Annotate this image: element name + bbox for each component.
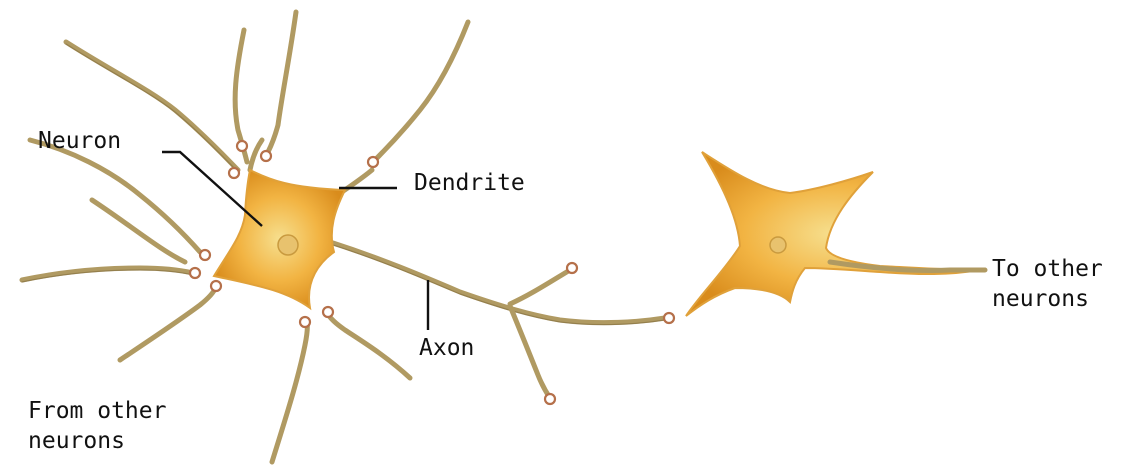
terminal <box>545 394 555 404</box>
terminal <box>567 263 577 273</box>
fiber <box>268 12 296 152</box>
fiber <box>120 287 216 360</box>
target-cell-body <box>686 152 980 316</box>
axon-label: Axon <box>419 333 474 363</box>
from-other-neurons-label: From other neurons <box>28 396 166 456</box>
terminal <box>229 168 239 178</box>
terminal <box>368 157 378 167</box>
terminal <box>211 281 221 291</box>
fiber <box>328 314 410 378</box>
axon <box>330 242 665 323</box>
fiber <box>30 140 200 252</box>
neuron-label: Neuron <box>38 126 121 156</box>
axon-branch <box>510 270 570 304</box>
axon-fiber <box>330 242 665 398</box>
fiber <box>272 323 307 462</box>
terminal <box>300 317 310 327</box>
fiber <box>92 200 185 262</box>
dendrite-label: Dendrite <box>414 168 525 198</box>
terminal <box>664 313 674 323</box>
to-other-neurons-label: To other neurons <box>992 254 1103 314</box>
terminal <box>190 268 200 278</box>
terminal <box>261 151 271 161</box>
terminal <box>323 307 333 317</box>
terminal <box>237 141 247 151</box>
nucleus <box>278 235 298 255</box>
nucleus <box>770 237 786 253</box>
fiber <box>22 268 193 280</box>
axon-branch <box>510 306 550 398</box>
fiber <box>375 22 468 160</box>
terminal <box>200 250 210 260</box>
